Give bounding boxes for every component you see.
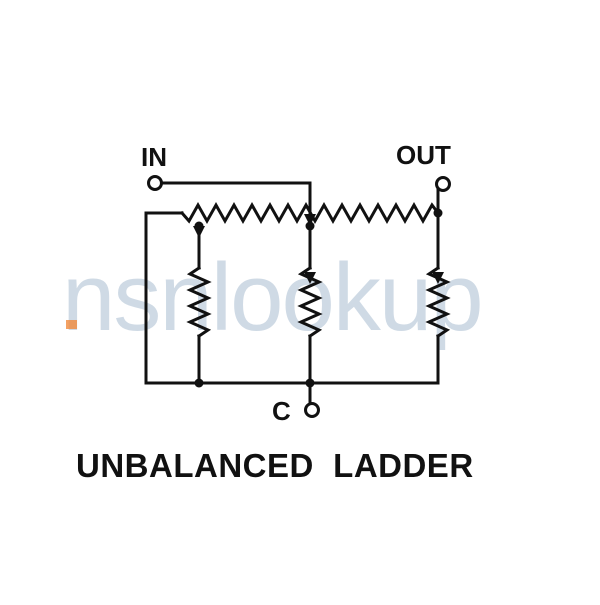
junction-dot [194, 221, 204, 231]
junction-dot [433, 208, 443, 218]
junction-dot [305, 221, 315, 231]
shunt-3-wiper-arrow [432, 272, 444, 284]
terminals [147, 175, 451, 418]
junction-dot [305, 378, 315, 388]
output-terminal [435, 176, 451, 192]
watermark-accent-dot [66, 320, 77, 329]
shunt-resistor-1 [186, 265, 212, 339]
watermark: nsnlookup [62, 244, 484, 351]
junctions [194, 208, 443, 388]
watermark-text: nsnlookup [62, 244, 482, 351]
input-label: IN [141, 142, 167, 172]
diagram-title: UNBALANCED LADDER [76, 447, 474, 484]
input-terminal [147, 175, 163, 191]
common-bus [144, 211, 440, 385]
junction-dot [194, 378, 204, 388]
series-wiper-arrow [304, 214, 316, 226]
output-label: OUT [396, 140, 451, 170]
series-resistor [179, 201, 441, 225]
shunt-2-wiper-arrow [304, 272, 316, 284]
common-terminal [304, 402, 320, 418]
common-label: C [272, 396, 291, 426]
